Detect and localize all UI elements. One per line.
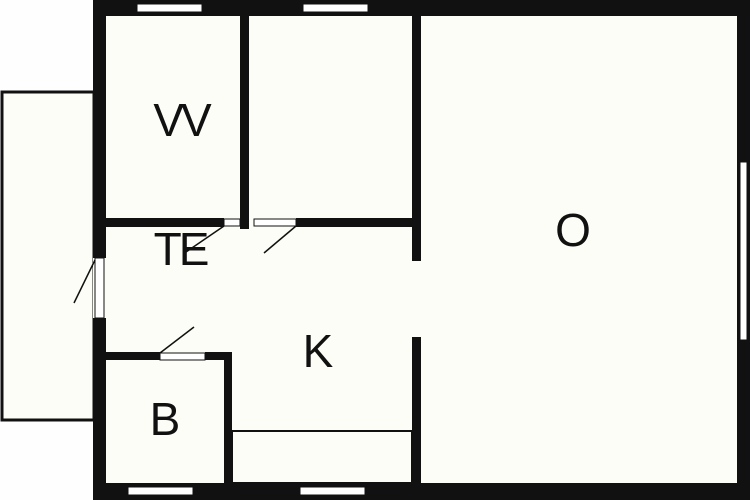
wall-b-north-right [205,352,232,360]
wall-bottom [93,483,750,500]
wall-mid-south [296,218,419,227]
wall-top [93,0,750,16]
wall-left-upper [93,0,106,258]
b-door-swing [159,326,195,354]
wall-kitchen-east [412,337,421,483]
wall-mid-east [412,16,421,261]
window-bottom-2 [299,486,366,496]
doors [73,218,297,361]
vv-door-swing [185,225,225,253]
wall-b-east [224,352,232,483]
room-label-o: O [555,204,591,256]
window-bottom-1 [127,486,194,496]
windows [127,3,748,496]
room-label-b: B [150,393,181,445]
wall-vv-south [106,218,224,227]
entrance-door-swing [73,259,96,304]
entrance-door-sill [94,257,105,319]
room-label-k: K [303,325,334,377]
room-label-te: TE [154,223,208,275]
window-right [739,161,748,341]
wall-b-north-left [106,352,160,360]
room-label-vv: VV [153,94,212,146]
mid-door-swing [263,225,297,254]
window-top-2 [302,3,369,13]
interior-walls [106,16,421,483]
window-top-1 [136,3,203,13]
kitchen-counter [231,430,413,484]
interior-floor [93,0,750,500]
b-door-sill [159,352,206,361]
vv-door-sill [223,218,241,227]
wall-left-lower [93,318,106,500]
outer-walls [93,0,750,500]
wall-vv-east [240,16,249,229]
terrace [0,90,96,422]
mid-door-sill [253,218,297,227]
